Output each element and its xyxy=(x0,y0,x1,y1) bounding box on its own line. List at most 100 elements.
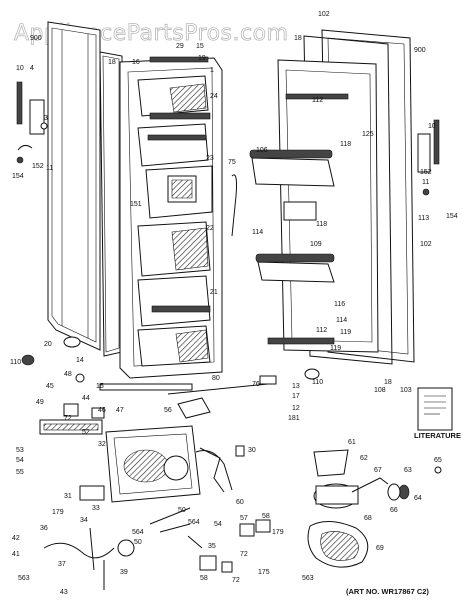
callout-label: 179 xyxy=(52,509,64,516)
callout-label: 62 xyxy=(360,455,368,462)
callout-label: 152 xyxy=(32,163,44,170)
callout-label: 54 xyxy=(214,521,222,528)
callout-labels: 900 10 4 3 152 11 154 18 16 29 15 19 1 2… xyxy=(10,11,458,596)
callout-label: 33 xyxy=(92,505,100,512)
callout-label: 49 xyxy=(36,399,44,406)
callout-label: 13 xyxy=(292,383,300,390)
callout-label: 3 xyxy=(44,115,48,122)
callout-label: 56 xyxy=(164,407,172,414)
callout-label: 42 xyxy=(12,535,20,542)
callout-label: 110 xyxy=(312,379,323,386)
callout-label: 44 xyxy=(82,395,90,402)
callout-label: 37 xyxy=(58,561,66,568)
callout-label: 72 xyxy=(240,551,248,558)
callout-label: 18 xyxy=(384,379,392,386)
callout-label: 36 xyxy=(40,525,48,532)
callout-label: 30 xyxy=(248,447,256,454)
callout-label: 15 xyxy=(96,383,104,390)
callout-label: 11 xyxy=(46,165,53,172)
callout-label: 22 xyxy=(206,225,214,232)
callout-label: 564 xyxy=(132,529,144,536)
callout-label: 113 xyxy=(418,215,429,222)
callout-label: 103 xyxy=(400,387,412,394)
callout-label: 119 xyxy=(340,329,351,336)
callout-label: 102 xyxy=(318,11,330,18)
freezer-door-assembly xyxy=(16,21,277,395)
callout-label: 46 xyxy=(98,407,106,414)
callout-label: 181 xyxy=(288,415,300,422)
callout-label: 41 xyxy=(12,551,20,558)
callout-label: 152 xyxy=(420,169,432,176)
callout-label: 35 xyxy=(208,543,216,550)
callout-label: 563 xyxy=(302,575,314,582)
callout-label: 118 xyxy=(340,141,351,148)
callout-label: 32 xyxy=(98,441,106,448)
callout-label: 80 xyxy=(212,375,220,382)
callout-label: 69 xyxy=(376,545,384,552)
callout-label: 52 xyxy=(82,429,90,436)
literature-caption: LITERATURE xyxy=(414,431,461,440)
callout-label: 114 xyxy=(336,317,347,324)
callout-label: 24 xyxy=(210,93,218,100)
callout-label: 55 xyxy=(16,469,24,476)
callout-label: 76 xyxy=(252,381,260,388)
callout-label: 57 xyxy=(240,515,248,522)
callout-label: 112 xyxy=(316,327,327,334)
callout-label: 110 xyxy=(10,359,21,366)
callout-label: 66 xyxy=(390,507,398,514)
dispenser-mechanism-assembly xyxy=(39,373,271,590)
callout-label: 50 xyxy=(178,507,186,514)
callout-label: 116 xyxy=(334,301,345,308)
callout-label: 58 xyxy=(200,575,208,582)
fresh-food-door-assembly: LITERATURE xyxy=(249,29,461,440)
callout-label: 106 xyxy=(256,147,268,154)
callout-label: 58 xyxy=(262,513,270,520)
callout-label: 72 xyxy=(232,577,240,584)
callout-label: 61 xyxy=(348,439,356,446)
callout-label: 114 xyxy=(252,229,263,236)
callout-label: 125 xyxy=(362,131,374,138)
callout-label: 564 xyxy=(188,519,200,526)
callout-label: 112 xyxy=(312,97,323,104)
callout-label: 563 xyxy=(18,575,30,582)
callout-label: 16 xyxy=(132,59,140,66)
callout-label: 18 xyxy=(294,35,302,42)
callout-label: 154 xyxy=(12,173,24,180)
callout-label: 151 xyxy=(130,201,142,208)
callout-label: 109 xyxy=(310,241,322,248)
callout-label: 175 xyxy=(258,569,270,576)
art-number-caption: (ART NO. WR17867 C2) xyxy=(346,587,429,596)
callout-label: 68 xyxy=(364,515,372,522)
callout-label: 43 xyxy=(60,589,68,596)
callout-label: 4 xyxy=(30,65,34,72)
callout-label: 45 xyxy=(46,383,54,390)
callout-label: 900 xyxy=(30,35,42,42)
callout-label: 118 xyxy=(316,221,327,228)
callout-label: 10 xyxy=(16,65,24,72)
callout-label: 54 xyxy=(16,457,24,464)
callout-label: 154 xyxy=(446,213,458,220)
callout-label: 179 xyxy=(272,529,284,536)
callout-label: 34 xyxy=(80,517,88,524)
callout-label: 19 xyxy=(198,55,206,62)
callout-label: 23 xyxy=(206,155,214,162)
callout-label: 50 xyxy=(134,539,142,546)
callout-label: 48 xyxy=(64,371,72,378)
callout-label: 67 xyxy=(374,467,382,474)
callout-label: 53 xyxy=(16,447,24,454)
callout-label: 39 xyxy=(120,569,128,576)
callout-label: 21 xyxy=(210,289,218,296)
callout-label: 18 xyxy=(108,59,116,66)
callout-label: 75 xyxy=(228,159,236,166)
callout-label: 900 xyxy=(414,47,426,54)
callout-label: 64 xyxy=(414,495,422,502)
callout-label: 1 xyxy=(210,67,214,74)
callout-label: 14 xyxy=(76,357,84,364)
callout-label: 11 xyxy=(422,179,429,186)
callout-label: 72 xyxy=(64,415,72,422)
callout-label: 63 xyxy=(404,467,412,474)
callout-label: 102 xyxy=(420,241,432,248)
callout-label: 108 xyxy=(374,387,386,394)
callout-label: 29 xyxy=(176,43,184,50)
